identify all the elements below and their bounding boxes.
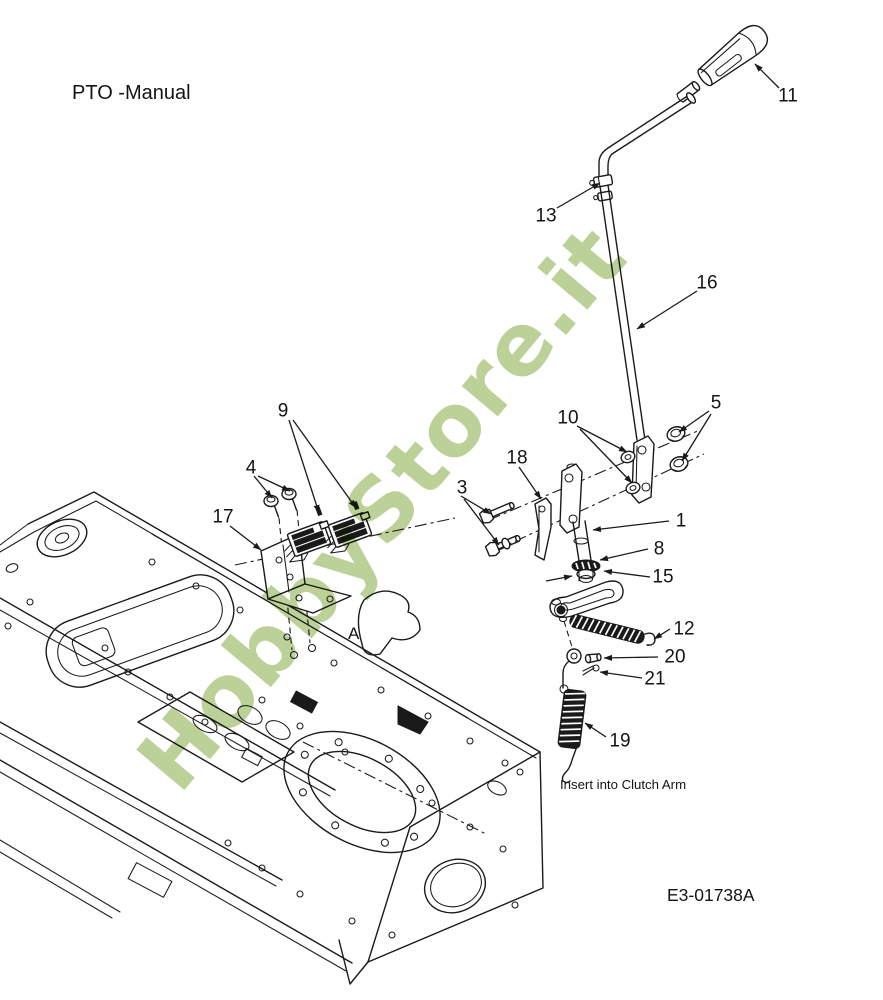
drawing-number: E3-01738A	[667, 885, 755, 905]
part-label-3: 3	[457, 478, 468, 499]
part-label-18: 18	[506, 448, 527, 469]
part-label-15: 15	[652, 567, 673, 588]
leader-part-8	[599, 548, 649, 562]
leader-part-16	[636, 290, 698, 330]
screw-3a	[478, 501, 515, 524]
leader-part-10b	[579, 428, 633, 484]
collar-15	[576, 568, 596, 584]
flange-nut-5b	[667, 453, 691, 475]
clutch-arm	[549, 568, 624, 623]
leader-part-4a	[253, 475, 273, 499]
part-label-13: 13	[535, 206, 556, 227]
bracket-plate-18	[534, 497, 552, 561]
handle-grip-11	[697, 24, 769, 87]
part-label-5: 5	[711, 393, 722, 414]
part-labels: 1 3 4 5 8 9 10 11 12 13 15 16 17 18 19 2…	[212, 86, 797, 752]
part-label-11: 11	[778, 86, 798, 107]
leader-part-15-stub	[545, 574, 573, 582]
shift-rod-1	[572, 520, 592, 562]
part-label-16: 16	[696, 273, 717, 294]
leader-part-4b	[257, 475, 291, 492]
part-label-20: 20	[664, 647, 685, 668]
leader-part-18	[518, 466, 542, 500]
view-marker-a: A	[348, 624, 360, 643]
clamp-13a	[589, 174, 614, 188]
leader-part-19	[584, 722, 607, 738]
flange-nut-5a	[664, 423, 688, 445]
leader-part-12	[653, 628, 671, 640]
spring-19	[557, 684, 587, 784]
leader-part-9a	[288, 419, 320, 514]
part-label-1: 1	[676, 511, 687, 532]
frame-holes	[4, 558, 524, 939]
insert-note: Insert into Clutch Arm	[560, 777, 686, 792]
ferrule-20	[584, 653, 602, 664]
leader-part-10a	[576, 425, 628, 453]
leader-part-15	[603, 569, 651, 578]
leader-part-5b	[681, 413, 712, 462]
leader-lines	[229, 63, 780, 738]
leader-part-3b	[463, 498, 500, 546]
spring-12	[569, 614, 656, 646]
part-label-9: 9	[278, 401, 289, 422]
screw-3b	[484, 534, 521, 557]
pto-lever-assembly	[478, 24, 769, 784]
screw-4a	[263, 494, 280, 518]
cotter-pin-21	[582, 664, 600, 676]
lower-link-plate	[559, 463, 583, 534]
anchor-eyelet	[562, 648, 582, 689]
leader-part-11	[754, 63, 780, 89]
leader-part-17	[229, 525, 262, 551]
part-label-17: 17	[212, 507, 233, 528]
leader-part-13	[556, 182, 601, 209]
part-label-21: 21	[644, 669, 665, 690]
leader-part-5a	[678, 410, 710, 433]
page-title: PTO -Manual	[72, 82, 191, 104]
screw-4b	[281, 487, 298, 511]
part-label-4: 4	[246, 458, 257, 479]
leader-part-21	[599, 670, 643, 679]
leader-part-3a	[460, 495, 492, 515]
leader-part-9b	[292, 419, 357, 509]
leader-part-1	[592, 520, 670, 533]
leader-part-20	[603, 654, 659, 661]
part-label-8: 8	[654, 539, 665, 560]
part-label-10: 10	[557, 408, 578, 429]
tractor-frame-drawing	[0, 491, 544, 985]
part-label-19: 19	[609, 731, 630, 752]
part-label-12: 12	[673, 619, 694, 640]
